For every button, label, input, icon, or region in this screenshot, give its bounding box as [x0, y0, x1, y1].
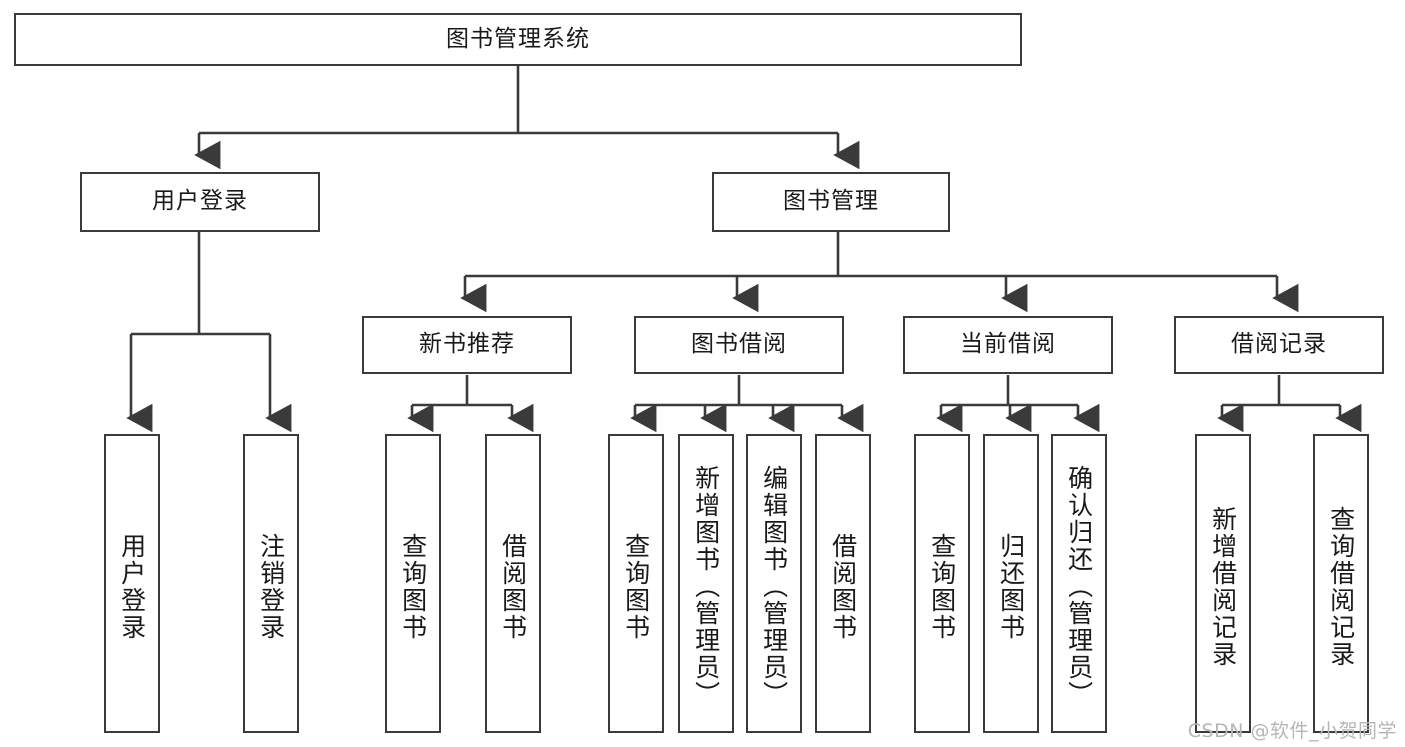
node-label: 编辑图书（管理员）	[759, 465, 789, 708]
node-label: 当前借阅	[960, 331, 1056, 358]
node-label: 新书推荐	[419, 331, 515, 358]
leaf-confirm-return-admin[interactable]: 确认归还（管理员）	[1051, 434, 1107, 733]
node-label: 查询借阅记录	[1326, 505, 1356, 668]
node-new-book-recommend[interactable]: 新书推荐	[362, 316, 572, 374]
leaf-return-book[interactable]: 归还图书	[983, 434, 1039, 733]
node-label: 归还图书	[996, 532, 1026, 641]
node-label: 借阅记录	[1231, 331, 1327, 358]
leaf-logout[interactable]: 注销登录	[243, 434, 299, 733]
node-label: 新增借阅记录	[1208, 505, 1238, 668]
node-label: 注销登录	[256, 532, 286, 641]
node-label: 用户登录	[152, 188, 248, 215]
node-user-login[interactable]: 用户登录	[80, 172, 320, 232]
leaf-edit-book-admin[interactable]: 编辑图书（管理员）	[746, 434, 802, 733]
node-label: 查询图书	[621, 532, 651, 641]
leaf-add-borrow-record[interactable]: 新增借阅记录	[1195, 434, 1251, 733]
leaf-query-borrow-record[interactable]: 查询借阅记录	[1313, 434, 1369, 733]
node-label: 借阅图书	[828, 532, 858, 641]
node-label: 图书管理系统	[446, 25, 590, 52]
node-label: 新增图书（管理员）	[691, 465, 721, 708]
node-label: 图书管理	[783, 188, 879, 215]
node-book-management[interactable]: 图书管理	[712, 172, 950, 232]
node-label: 查询图书	[398, 532, 428, 641]
node-current-borrow[interactable]: 当前借阅	[903, 316, 1113, 374]
leaf-query-book-recommend[interactable]: 查询图书	[385, 434, 441, 733]
node-borrow-records[interactable]: 借阅记录	[1174, 316, 1384, 374]
node-label: 用户登录	[117, 532, 147, 641]
node-label: 查询图书	[927, 532, 957, 641]
node-label: 确认归还（管理员）	[1064, 465, 1094, 708]
leaf-borrow-book-recommend[interactable]: 借阅图书	[485, 434, 541, 733]
leaf-query-book-current[interactable]: 查询图书	[914, 434, 970, 733]
node-label: 借阅图书	[498, 532, 528, 641]
leaf-borrow-book[interactable]: 借阅图书	[815, 434, 871, 733]
leaf-add-book-admin[interactable]: 新增图书（管理员）	[678, 434, 734, 733]
node-label: 图书借阅	[691, 331, 787, 358]
leaf-query-book-borrow[interactable]: 查询图书	[608, 434, 664, 733]
watermark: CSDN @软件_小贺同学	[1187, 720, 1397, 742]
node-root-system[interactable]: 图书管理系统	[14, 13, 1022, 66]
node-book-borrow[interactable]: 图书借阅	[634, 316, 844, 374]
leaf-user-login[interactable]: 用户登录	[104, 434, 160, 733]
